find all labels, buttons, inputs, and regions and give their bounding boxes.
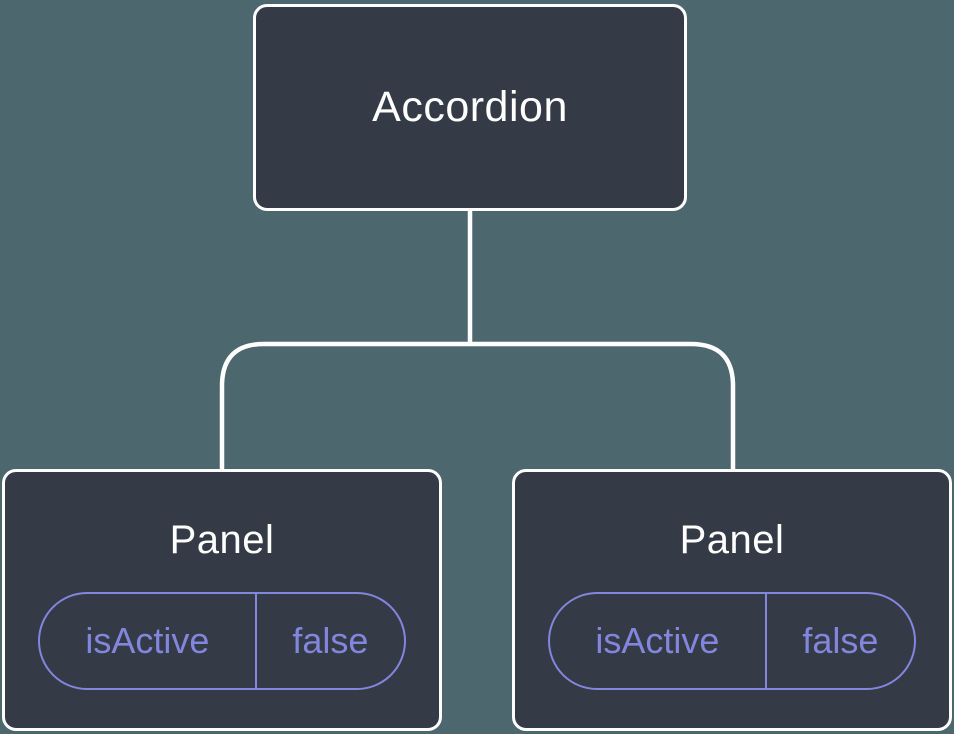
connector-bracket: [219, 341, 736, 472]
node-accordion: Accordion: [253, 4, 687, 211]
panel-title: Panel: [679, 518, 785, 562]
state-name: isActive: [595, 620, 720, 661]
state-value: false: [764, 594, 914, 688]
state-value: false: [254, 594, 404, 688]
state-name: isActive: [85, 620, 210, 661]
state-pill: isActive false: [548, 592, 916, 690]
node-panel-right: Panel isActive false: [512, 469, 952, 731]
node-panel-left: Panel isActive false: [2, 469, 442, 731]
state-pill: isActive false: [38, 592, 406, 690]
panel-title: Panel: [169, 518, 275, 562]
node-accordion-label: Accordion: [372, 83, 568, 131]
